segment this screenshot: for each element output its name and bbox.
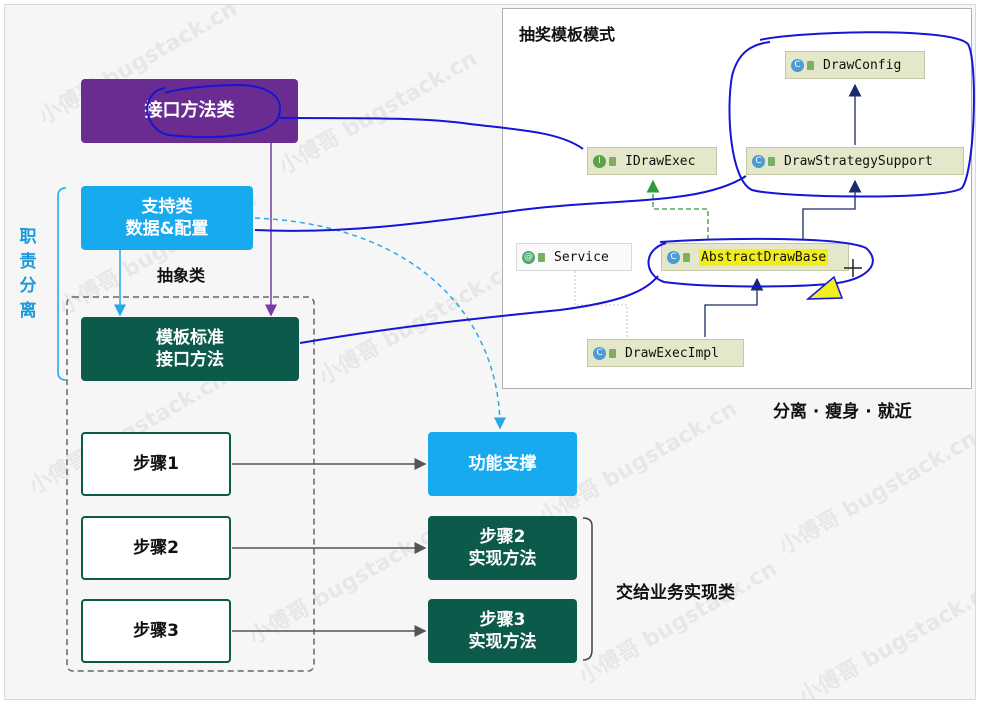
uml-node-abstractdrawbase: C AbstractDrawBase — [661, 243, 849, 271]
uml-node-idrawexec: I IDrawExec — [587, 147, 717, 175]
step3-impl-subtitle: 实现方法 — [468, 632, 537, 652]
class-icon: C — [791, 58, 804, 72]
responsibility-bracket — [57, 187, 67, 381]
step2-box: 步骤2 — [81, 516, 231, 580]
function-support-box: 功能支撑 — [428, 432, 577, 496]
class-icon: C — [667, 250, 680, 264]
pen-circle-interface — [146, 83, 281, 138]
support-data-config-label: 数据&配置 — [125, 219, 209, 239]
template-interface-label: 接口方法 — [156, 350, 224, 370]
pen-circle-config-group — [728, 31, 975, 198]
extends-base — [704, 277, 764, 337]
drawexecimpl-name: DrawExecImpl — [625, 345, 719, 361]
uml-node-service: @ Service — [516, 243, 632, 271]
service-dotted — [574, 271, 628, 337]
class-icon: C — [593, 346, 606, 360]
class-icon: C — [752, 154, 765, 168]
extends-support — [802, 179, 862, 240]
interface-method-label: 接口方法类 — [144, 100, 235, 122]
lock-icon — [609, 156, 616, 166]
uml-panel: 抽奖模板模式 C DrawConfig I IDrawExec C DrawSt… — [502, 8, 972, 389]
interface-method-box: 接口方法类 — [81, 79, 298, 143]
uml-node-drawexecimpl: C DrawExecImpl — [587, 339, 744, 367]
step3-impl-box: 步骤3 实现方法 — [428, 599, 577, 663]
responsibility-separation-label: 职 责 分 离 — [19, 227, 37, 321]
drawconfig-name: DrawConfig — [823, 57, 902, 73]
service-name: Service — [554, 249, 609, 265]
function-support-label: 功能支撑 — [468, 453, 537, 474]
pen-circle-abstract — [647, 237, 874, 288]
lock-icon — [807, 60, 814, 70]
uml-node-drawconfig: C DrawConfig — [785, 51, 925, 79]
template-standard-box: 模板标准 接口方法 — [81, 317, 299, 381]
uml-node-drawstrategysupport: C DrawStrategySupport — [746, 147, 964, 175]
step2-impl-subtitle: 实现方法 — [468, 549, 537, 569]
step2-label: 步骤2 — [133, 537, 179, 558]
support-class-box: 支持类 数据&配置 — [81, 186, 253, 250]
delegate-to-business-label: 交给业务实现类 — [616, 583, 735, 603]
template-standard-label: 模板标准 — [156, 327, 224, 348]
impl-bracket — [582, 517, 593, 661]
lock-icon — [683, 252, 690, 262]
pen-line-template-to-base — [299, 275, 659, 344]
interface-icon: I — [593, 154, 606, 168]
step3-impl-title: 步骤3 — [479, 609, 526, 630]
step1-label: 步骤1 — [133, 453, 179, 474]
step1-box: 步骤1 — [81, 432, 231, 496]
implements-exec — [646, 179, 709, 240]
abstractdrawbase-name: AbstractDrawBase — [699, 248, 829, 266]
lock-icon — [768, 156, 775, 166]
template-group-border — [66, 296, 315, 672]
pen-line-interface-to-exec — [277, 117, 584, 150]
idrawexec-name: IDrawExec — [625, 153, 696, 169]
annotation-icon: @ — [522, 250, 535, 264]
step3-label: 步骤3 — [133, 620, 179, 641]
step2-impl-box: 步骤2 实现方法 — [428, 516, 577, 580]
drawstrategysupport-name: DrawStrategySupport — [784, 153, 933, 169]
abstract-class-label: 抽象类 — [157, 266, 206, 285]
support-class-label: 支持类 — [141, 196, 193, 217]
pen-line-support-to-group — [254, 175, 747, 232]
arrow-support-to-function — [254, 217, 506, 430]
pen-mark-yellow — [805, 275, 844, 300]
uml-relations — [574, 83, 862, 337]
step2-impl-title: 步骤2 — [479, 526, 526, 547]
uml-title: 抽奖模板模式 — [519, 25, 616, 44]
step3-box: 步骤3 — [81, 599, 231, 663]
lock-icon — [538, 252, 545, 262]
move-cursor-icon — [844, 259, 862, 277]
lock-icon — [609, 348, 616, 358]
uml-caption: 分离 · 瘦身 · 就近 — [773, 402, 912, 422]
